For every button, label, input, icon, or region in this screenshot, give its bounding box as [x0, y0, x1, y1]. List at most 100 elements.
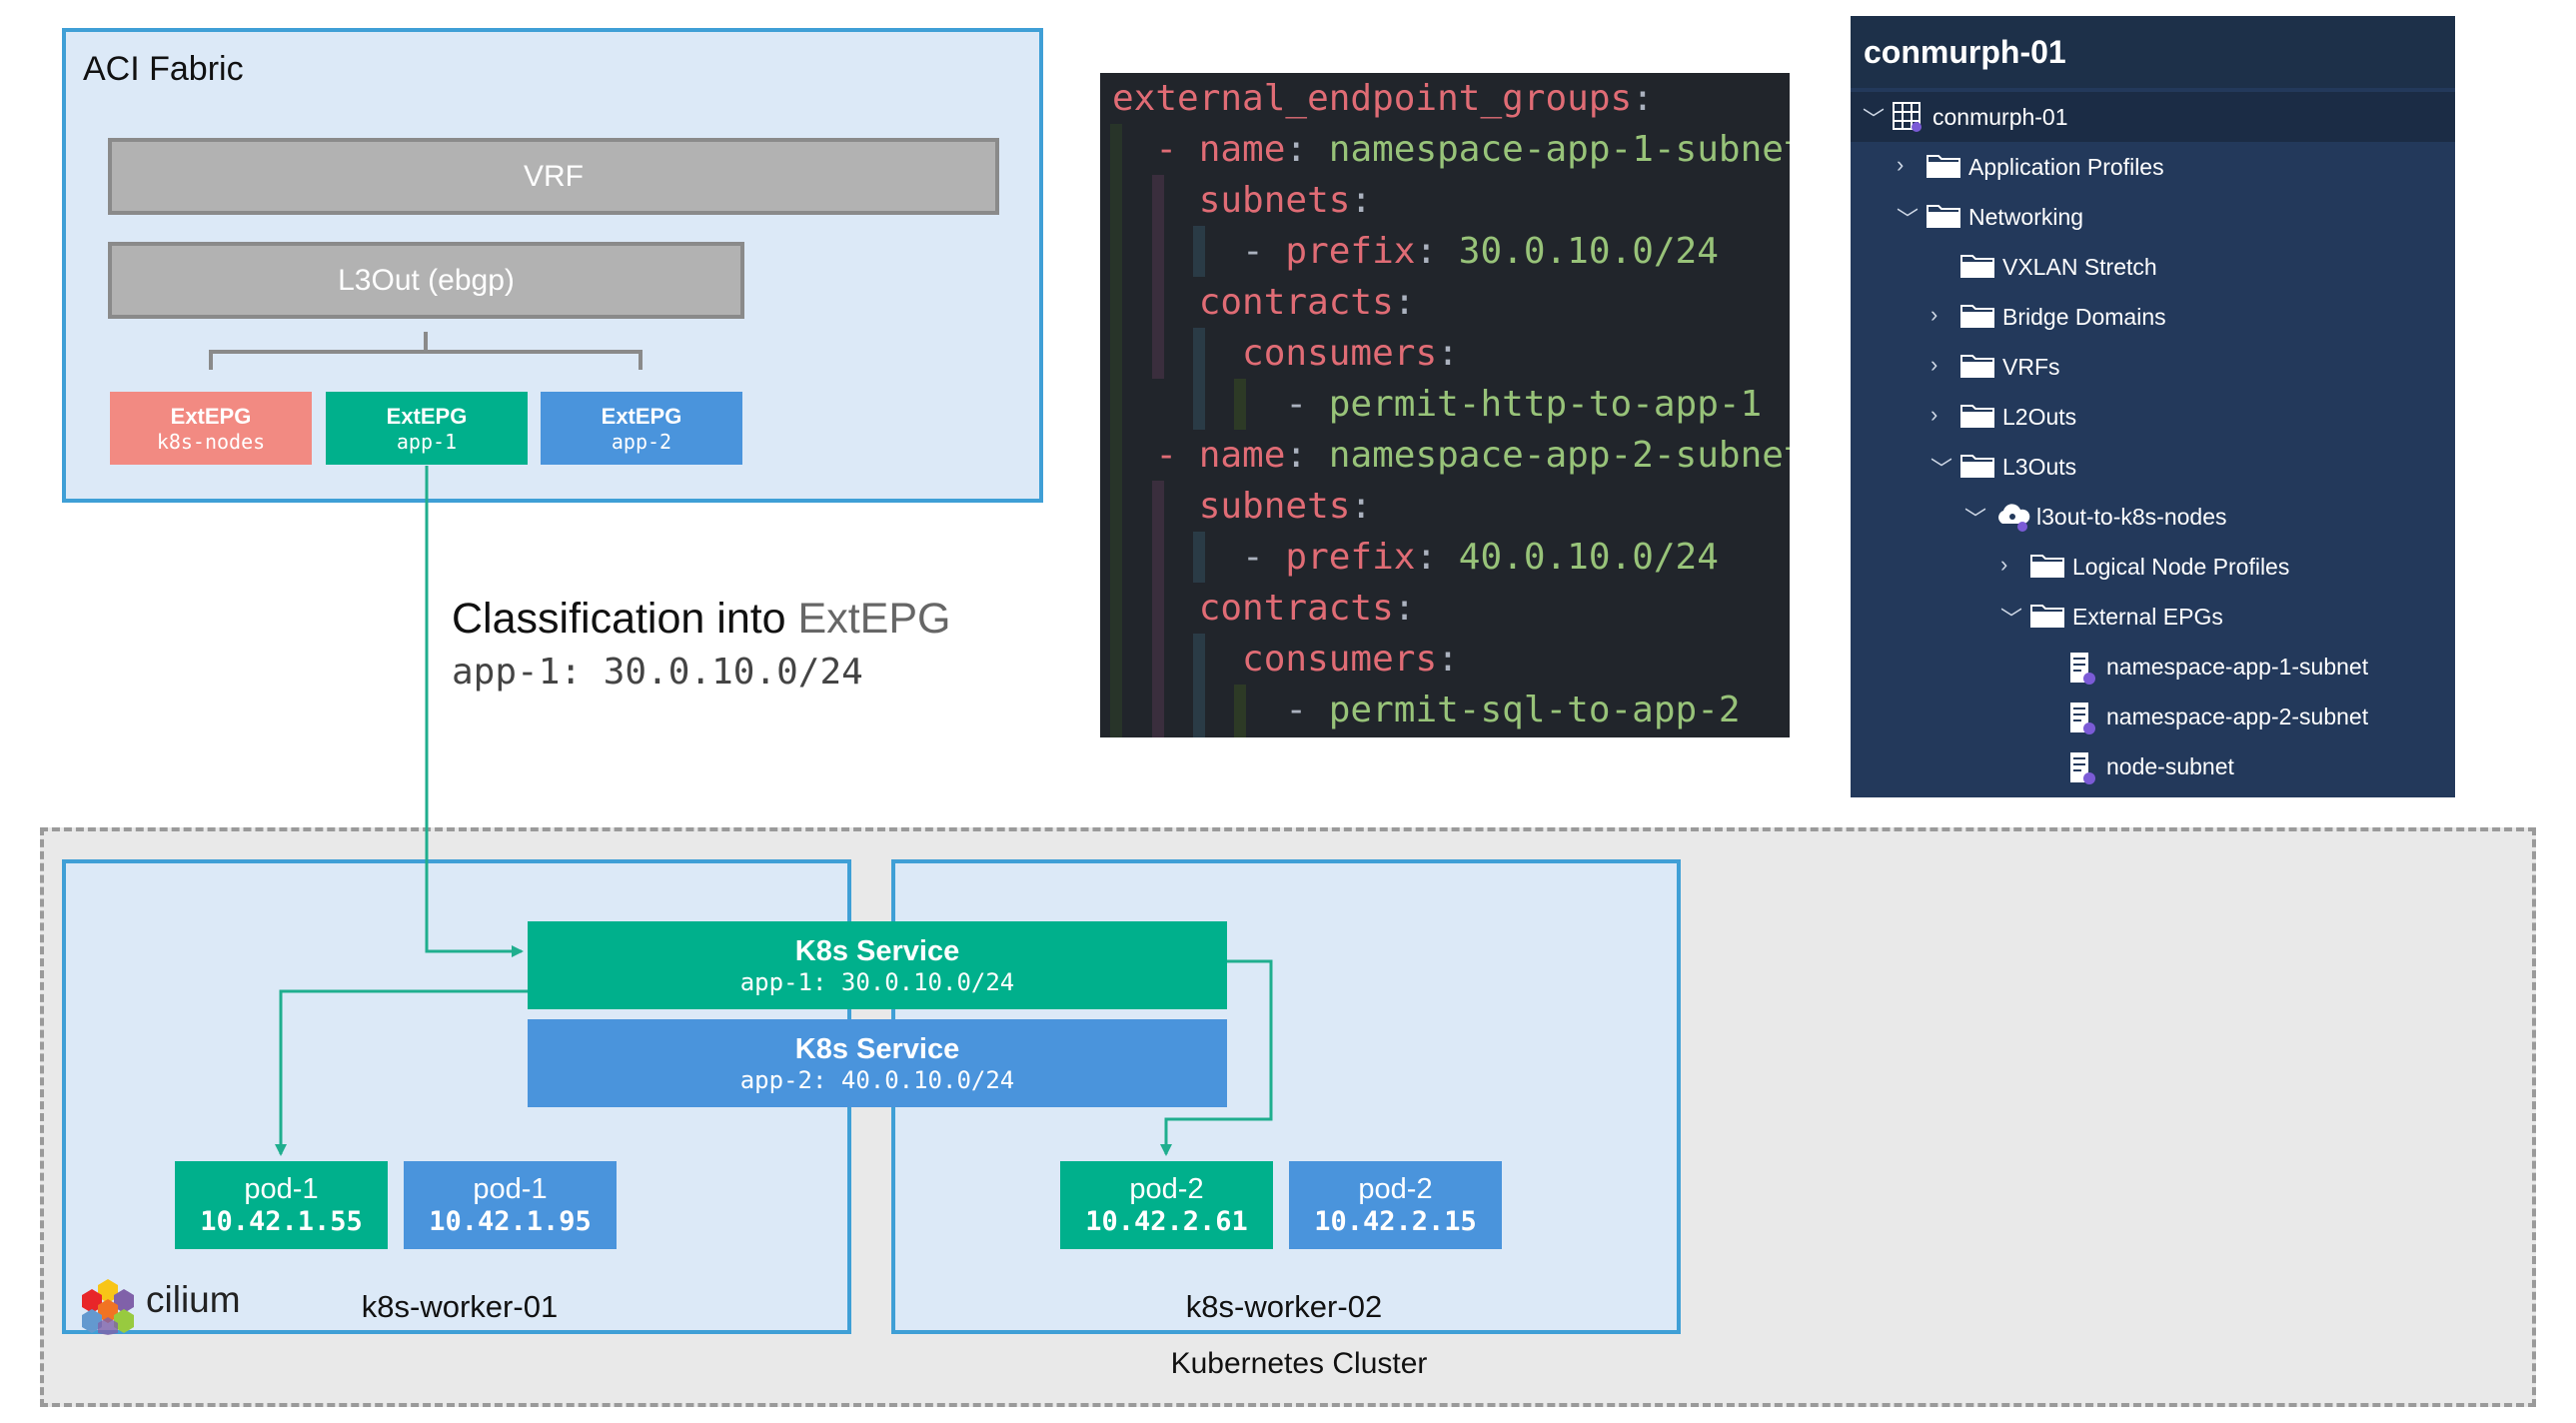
service-title: K8s Service [794, 934, 960, 967]
folder-icon [1960, 352, 1994, 384]
tree-item-tenant[interactable]: ﹀ conmurph-01 [1851, 92, 2455, 142]
ext-epg-title: ExtEPG [601, 403, 682, 429]
tree-item-vrfs[interactable]: › VRFs [1851, 342, 2455, 392]
code-line: consumers: [1242, 333, 1459, 374]
tree-item-label: node-subnet [2106, 753, 2234, 779]
folder-icon [1960, 452, 1994, 484]
classification-title-highlight: ExtEPG [797, 595, 951, 643]
folder-icon [2030, 552, 2064, 584]
k8s-service-app-2: K8s Service app-2: 40.0.10.0/24 [528, 1019, 1227, 1107]
tree-item-application-profiles[interactable]: › Application Profiles [1851, 142, 2455, 192]
tree-item-namespace-app-2-subnet[interactable]: namespace-app-2-subnet [1851, 692, 2455, 741]
code-line: contracts: [1198, 282, 1416, 323]
ext-epg-app-1: ExtEPG app-1 [326, 392, 528, 465]
tree-item-l3outs[interactable]: ﹀ L3Outs [1851, 442, 2455, 492]
classification-detail: app-1: 30.0.10.0/24 [452, 652, 863, 693]
tree-item-label: L2Outs [2002, 404, 2077, 430]
worker-label: k8s-worker-01 [361, 1289, 559, 1324]
ext-epg-bracket [209, 350, 643, 370]
chevron-right-icon[interactable]: › [1931, 352, 1938, 377]
pod-ip: 10.42.1.95 [429, 1206, 592, 1237]
pod-name: pod-1 [244, 1173, 319, 1205]
ext-epg-subtitle: app-2 [611, 429, 672, 454]
ext-epg-app-2: ExtEPG app-2 [541, 392, 742, 465]
code-line: - permit-http-to-app-1 [1112, 384, 1763, 425]
chevron-right-icon[interactable]: › [1931, 302, 1938, 327]
tree-item-networking[interactable]: ﹀ Networking [1851, 192, 2455, 242]
ext-epg-subtitle: app-1 [396, 429, 458, 454]
tree-item-label: Bridge Domains [2002, 304, 2166, 330]
tree-item-node-subnet[interactable]: node-subnet [1851, 741, 2455, 791]
code-line: - permit-sql-to-app-2 [1112, 690, 1741, 730]
epg-icon [2068, 702, 2096, 741]
ext-epg-k8s-nodes: ExtEPG k8s-nodes [110, 392, 312, 465]
tree-item-label: L3Outs [2002, 454, 2077, 480]
epg-icon [2068, 751, 2096, 791]
tree-header: conmurph-01 [1851, 16, 2455, 88]
tenant-tree-panel: conmurph-01 ﹀ conmurph-01 › Application … [1851, 16, 2455, 797]
code-line: - prefix: 30.0.10.0/24 [1112, 231, 1719, 272]
chevron-right-icon[interactable]: › [1897, 152, 1905, 177]
folder-icon [1960, 402, 1994, 434]
tree-item-bridge-domains[interactable]: › Bridge Domains [1851, 292, 2455, 342]
chevron-down-icon[interactable]: ﹀ [1897, 207, 1920, 232]
service-subnet: app-2: 40.0.10.0/24 [739, 1065, 1015, 1094]
tree-item-l3out-to-k8s-nodes[interactable]: ﹀ l3out-to-k8s-nodes [1851, 492, 2455, 542]
chevron-right-icon[interactable]: › [2000, 552, 2008, 577]
tree-item-l2outs[interactable]: › L2Outs [1851, 392, 2455, 442]
worker-label: k8s-worker-02 [1185, 1289, 1383, 1324]
cilium-logo-icon [80, 1277, 136, 1335]
chevron-down-icon[interactable]: ﹀ [1863, 107, 1886, 132]
cilium-logo-text: cilium [146, 1279, 241, 1320]
pod-ip: 10.42.2.15 [1314, 1206, 1477, 1237]
ext-epg-title: ExtEPG [170, 403, 252, 429]
code-line: - name: namespace-app-2-subnet [1112, 435, 1790, 476]
tree-item-logical-node-profiles[interactable]: › Logical Node Profiles [1851, 542, 2455, 592]
tree-item-label: Logical Node Profiles [2072, 554, 2290, 580]
vrf-box: VRF [108, 138, 999, 215]
tree-item-label: l3out-to-k8s-nodes [2036, 504, 2227, 530]
tree-item-vxlan-stretch[interactable]: VXLAN Stretch [1851, 242, 2455, 292]
chevron-right-icon[interactable]: › [1931, 402, 1938, 427]
tree-item-label: External EPGs [2072, 604, 2223, 630]
chevron-down-icon[interactable]: ﹀ [1931, 457, 1953, 482]
tree-item-label: VXLAN Stretch [2002, 254, 2157, 280]
service-to-pod-1-arrow [275, 989, 528, 1156]
tenant-icon [1893, 102, 1923, 138]
l3out-label: L3Out (ebgp) [338, 263, 515, 297]
pod-box: pod-1 10.42.1.55 [175, 1161, 388, 1249]
kubernetes-cluster-label: Kubernetes Cluster [1170, 1347, 1428, 1380]
pod-name: pod-2 [1358, 1173, 1433, 1205]
pod-box: pod-2 10.42.2.61 [1060, 1161, 1273, 1249]
pod-name: pod-2 [1129, 1173, 1204, 1205]
ext-epg-subtitle: k8s-nodes [156, 429, 266, 454]
folder-icon [1927, 152, 1960, 184]
ext-epg-title: ExtEPG [386, 403, 468, 429]
chevron-down-icon[interactable]: ﹀ [1964, 507, 1987, 532]
tree-item-external-epgs[interactable]: ﹀ External EPGs [1851, 592, 2455, 642]
tree-item-label: namespace-app-2-subnet [2106, 704, 2369, 729]
code-line: consumers: [1242, 639, 1459, 680]
yaml-code-panel: external_endpoint_groups: - name: namesp… [1100, 73, 1790, 737]
pod-box: pod-2 10.42.2.15 [1289, 1161, 1502, 1249]
cloud-icon [1994, 502, 2030, 538]
code-line: contracts: [1198, 588, 1416, 629]
folder-icon [2030, 602, 2064, 634]
pod-box: pod-1 10.42.1.95 [404, 1161, 617, 1249]
classification-title-prefix: Classification into [452, 595, 786, 643]
code-line: - prefix: 40.0.10.0/24 [1112, 537, 1719, 578]
chevron-down-icon[interactable]: ﹀ [2000, 607, 2023, 632]
pod-name: pod-1 [473, 1173, 548, 1205]
tree-item-label: Application Profiles [1968, 154, 2164, 180]
tree-item-label: namespace-app-1-subnet [2106, 654, 2369, 680]
pod-ip: 10.42.2.61 [1085, 1206, 1248, 1237]
l3out-box: L3Out (ebgp) [108, 242, 744, 319]
folder-icon [1960, 302, 1994, 334]
tree-item-label: Networking [1968, 204, 2084, 230]
vrf-label: VRF [524, 159, 584, 193]
service-to-pod-2-arrow [1160, 959, 1273, 1156]
tree-item-namespace-app-1-subnet[interactable]: namespace-app-1-subnet [1851, 642, 2455, 692]
tree-item-label: VRFs [2002, 354, 2060, 380]
code-line: subnets: [1198, 180, 1373, 221]
